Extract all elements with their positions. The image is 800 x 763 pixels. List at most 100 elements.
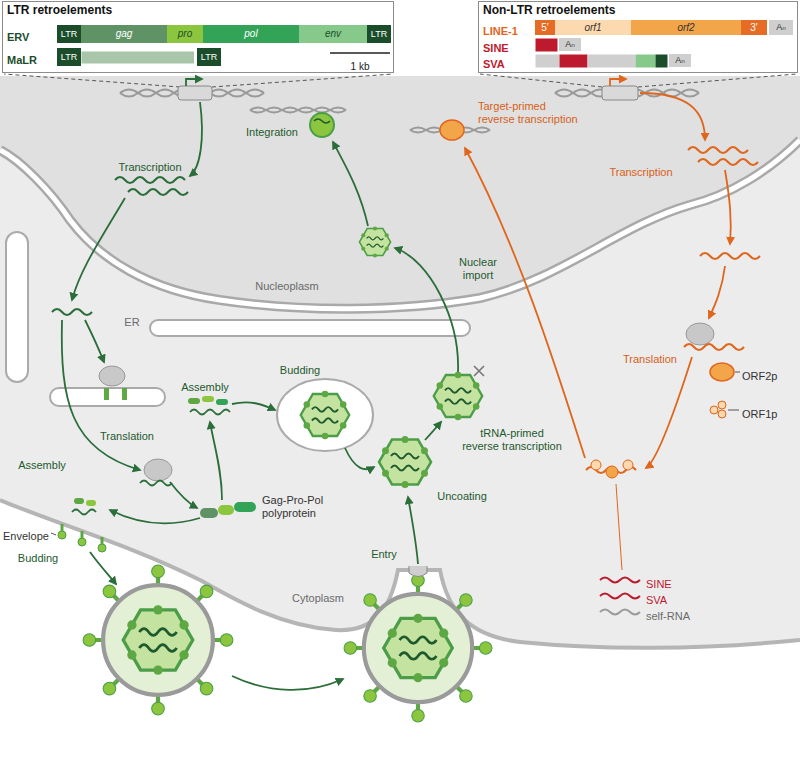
scissors-mark [474,366,484,376]
er-cisterna [150,320,470,336]
row-label: ERV [7,31,29,43]
step-label: Uncoating [437,490,487,502]
orf1p-protein [718,401,726,409]
row-label: SVA [483,58,505,70]
legend-item: SVA [646,590,667,608]
orf1p-protein [710,406,718,414]
element-panel: 5′orf1orf23′AₙAₙAₙNon-LTR retroelements [478,1,798,73]
malr-body [82,52,195,64]
orf2p-protein [710,363,734,381]
step-label: Target-primed reverse transcription [478,100,579,126]
legend-sample [600,594,640,599]
label-box: ORF2p [742,366,777,384]
envelope-knob [78,538,86,546]
label-box: 1 kb [351,56,370,74]
gene-segment: pol [203,25,299,43]
label-box: ORF1p [742,404,777,422]
label-box: Nuclear import [450,256,506,282]
segment-label: LTR [61,30,77,39]
transcription-arrow [190,102,202,176]
step-label: Nuclear import [450,256,506,282]
legend-sample [600,610,640,615]
label-box: Gag-Pro-Pol polyprotein [262,494,342,520]
line-rna [688,147,748,153]
ltr-segment: LTR [57,25,81,43]
step-label: Translation [100,430,154,442]
orf1p-protein [718,410,726,418]
line-rna [698,159,758,165]
integration-complex [310,113,334,137]
label-box: Transcription [609,162,672,180]
viral-rna [52,309,92,315]
gag-rod [202,396,214,402]
process-arrow [333,142,368,226]
cytoplasm-ground [0,76,800,648]
orf-segment: orf1 [555,20,631,35]
segment-label: Aₙ [776,23,786,32]
er-lumen [277,379,373,451]
process-arrow [62,320,140,470]
gene-segment: pro [167,25,203,43]
label-box: Uncoating [437,486,487,504]
legend-item: SINE [646,574,672,592]
process-arrow [646,357,692,468]
segment-label: orf2 [677,23,694,33]
compartment-label: Cytoplasm [292,592,344,604]
label-box: Transcription [118,157,181,175]
viral-rna [140,481,172,486]
polyprotein-pro [218,505,234,515]
part-label: ORF2p [742,370,777,382]
envelope-knob [98,544,106,552]
segment-label: LTR [371,30,387,39]
export-arrow [725,170,731,244]
process-arrow [709,266,725,318]
budding-capsid [301,391,350,440]
label-box: SINE [483,38,509,56]
nucleus-ground [0,76,800,309]
rnp-protein [623,460,633,470]
segment-label: gag [116,29,133,39]
step-label: Budding [280,364,320,376]
process-arrow [90,552,116,584]
viral-rna [128,189,188,195]
envelope-protein [104,388,109,400]
trans-mobilisation-line [616,484,622,570]
leader-line [735,372,740,373]
step-label: Transcription [609,166,672,178]
rt-capsid [434,372,483,421]
sva-segment [656,55,668,68]
segment-label: pol [244,29,257,39]
part-label: Gag-Pro-Pol polyprotein [262,494,342,520]
process-arrow [345,448,374,469]
step-label: Budding [18,552,58,564]
segment-label: LTR [201,53,217,62]
utr-segment: 3′ [741,20,767,35]
part-label: Envelope [3,530,49,542]
segment-label: 5′ [541,23,548,33]
gag-rod [74,498,84,504]
gag-rod [86,500,96,506]
segment-label: pro [178,29,192,39]
receptor [409,566,427,577]
process-arrow [425,422,441,440]
row-label: LINE-1 [483,25,518,37]
label-box: MaLR [7,50,37,68]
scale-bar [330,52,390,54]
label-box: Translation [100,426,154,444]
row-label: SINE [483,42,509,54]
legend-text: SVA [646,594,667,606]
label-box: LINE-1 [483,21,518,39]
label-box: Budding [18,548,58,566]
promoter-arrow [186,79,202,86]
envelope-protein [122,388,127,400]
sva-segment [636,55,656,68]
segment-label: Aₙ [565,40,575,49]
process-arrow [465,148,585,458]
polyprotein-gag [200,508,218,518]
polyprotein-pol [234,502,256,512]
panel-title: LTR retroelements [7,3,397,17]
ltr-segment: LTR [197,48,221,66]
step-label: Transcription [118,161,181,173]
